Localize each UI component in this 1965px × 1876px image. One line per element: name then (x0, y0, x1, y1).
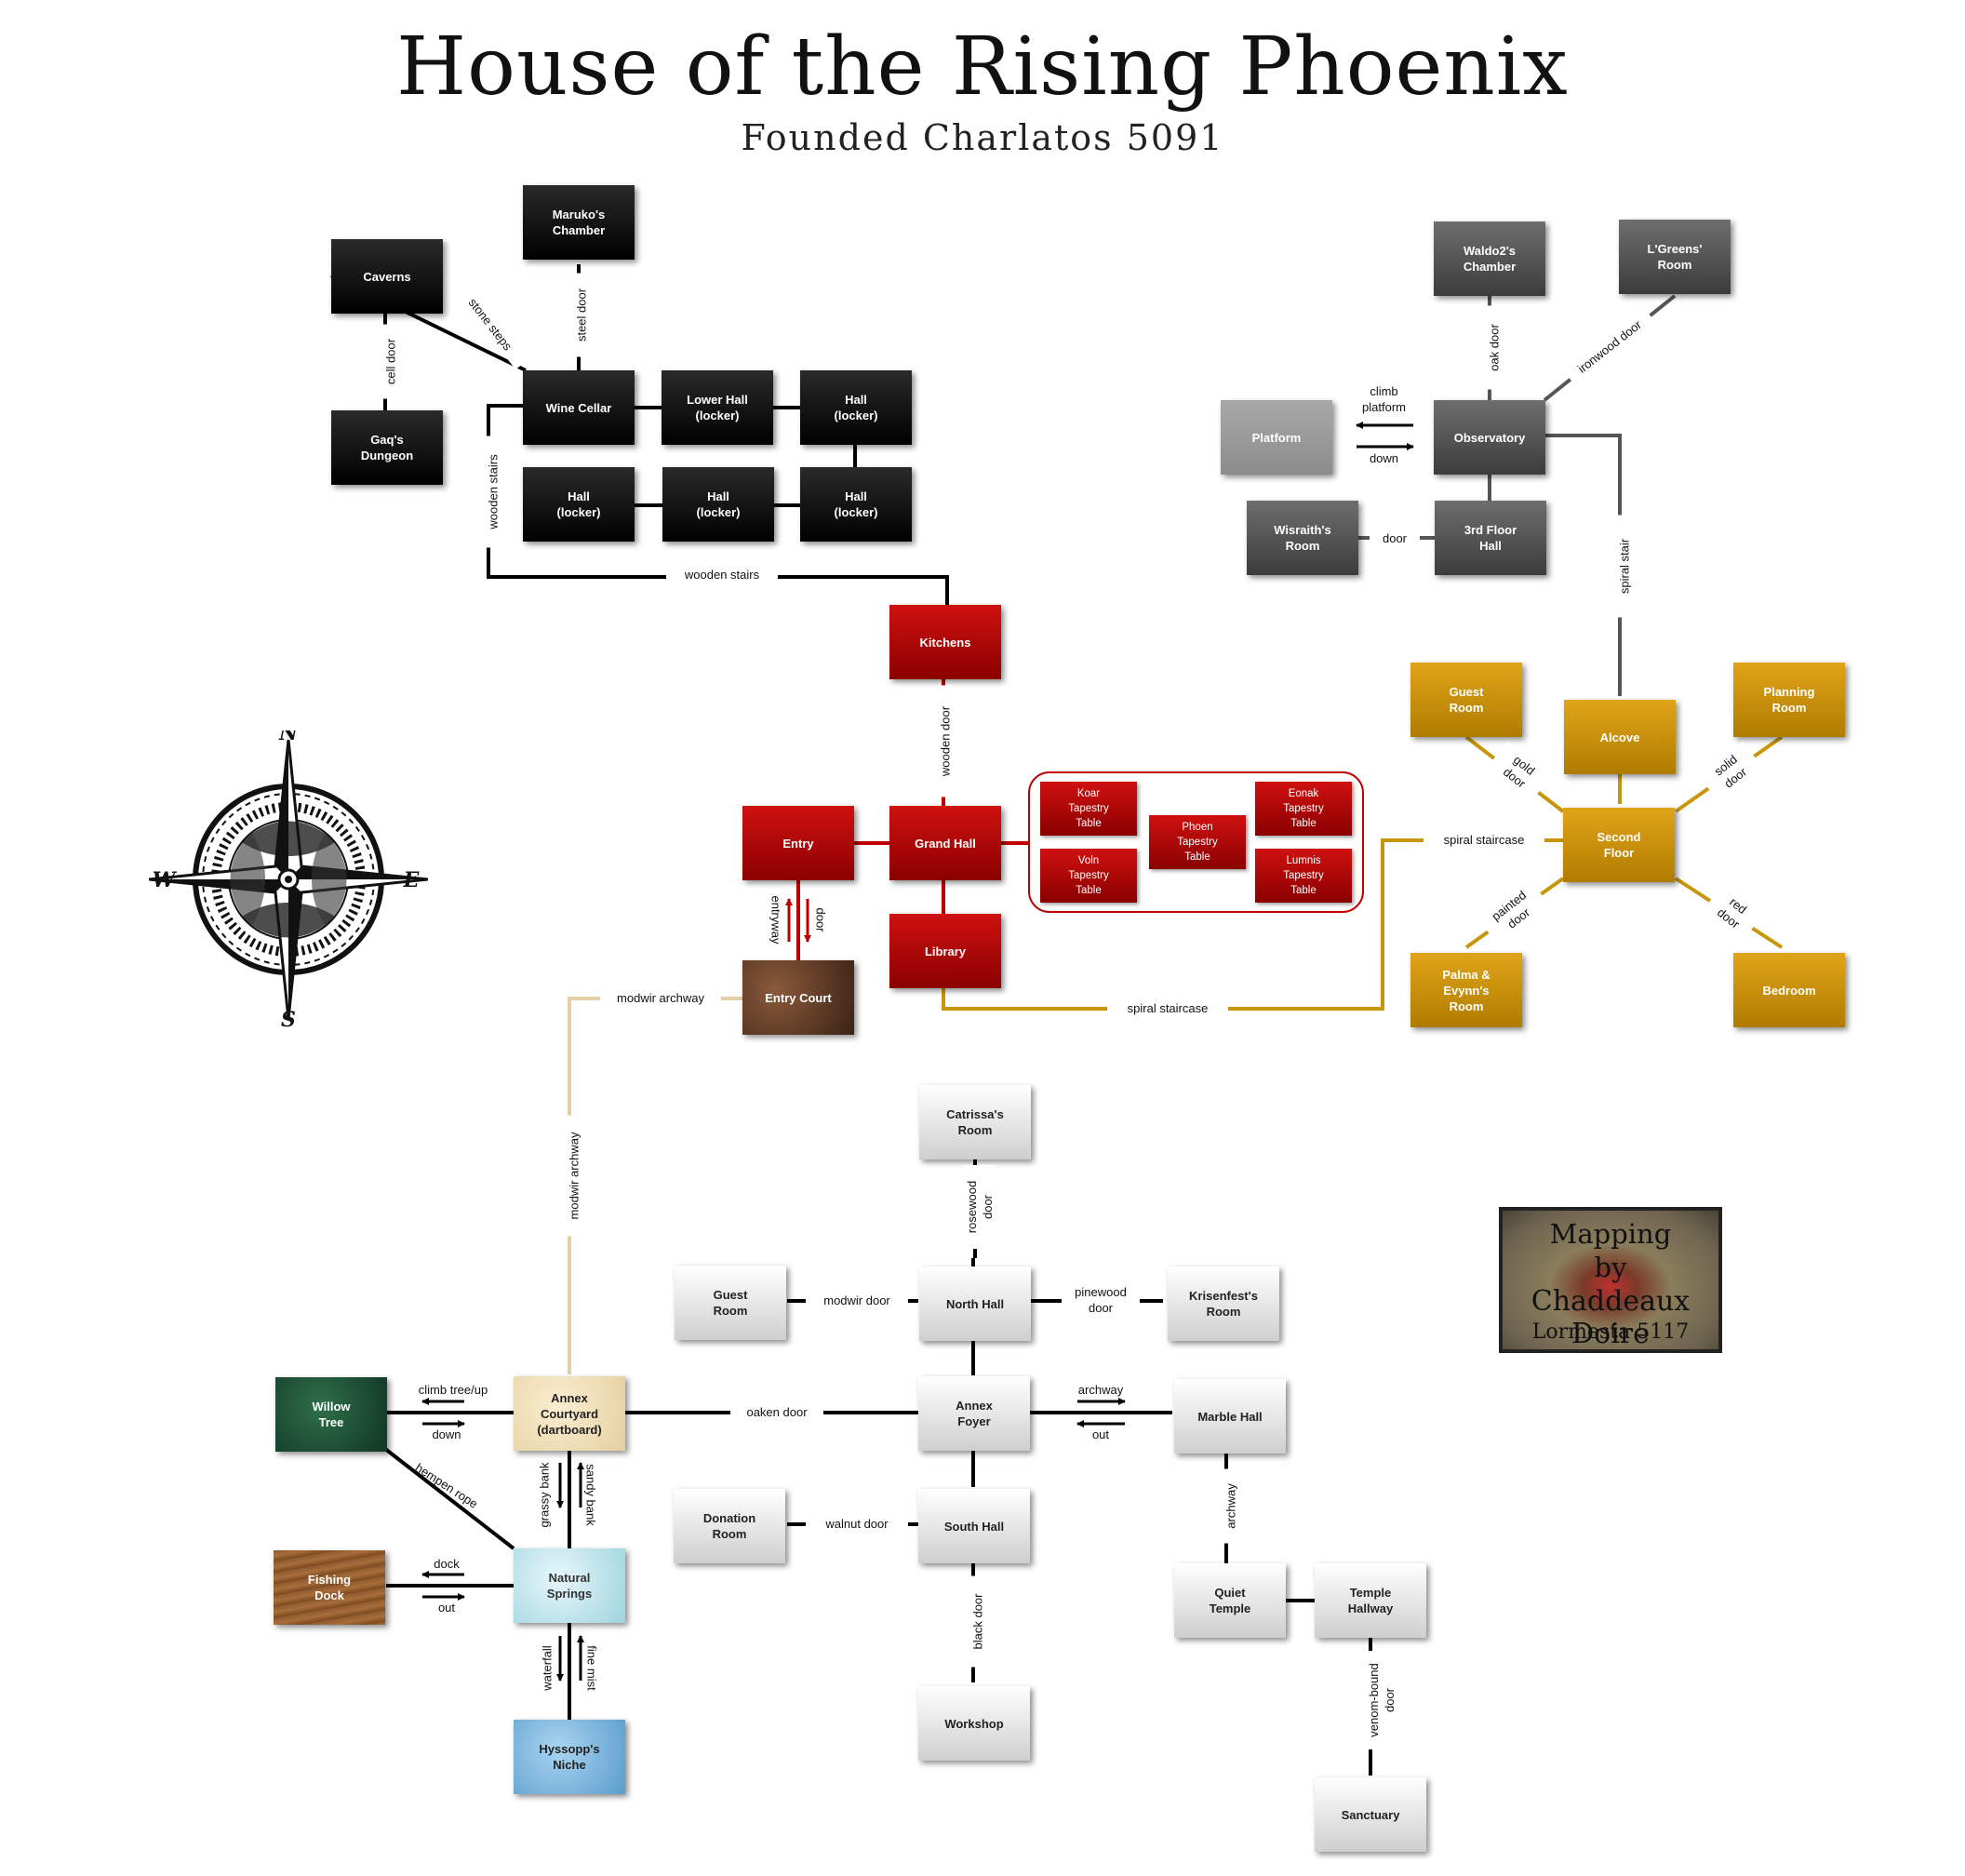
room-guest-room[interactable]: Guest Room (675, 1266, 786, 1340)
room-lower-hall-locker[interactable]: Lower Hall (locker) (662, 370, 773, 445)
label-out: out (437, 1601, 456, 1615)
room-north-hall[interactable]: North Hall (919, 1266, 1031, 1341)
label-waterfall: waterfall (540, 1645, 555, 1691)
map-title: House of the Rising Phoenix (396, 20, 1569, 114)
label-out: out (1091, 1427, 1110, 1441)
label-modwir-door: modwir door (806, 1293, 908, 1308)
room-kitchens[interactable]: Kitchens (889, 605, 1001, 679)
compass-rose-icon: N S E W (149, 730, 428, 1028)
label-door: door (1370, 530, 1420, 546)
room-workshop[interactable]: Workshop (918, 1686, 1030, 1761)
room-alcove[interactable]: Alcove (1564, 700, 1676, 774)
compass-w-label: W (153, 868, 178, 892)
room-planning-room[interactable]: Planning Room (1733, 663, 1845, 737)
label-walnut-door: walnut door (806, 1516, 908, 1532)
label-dock: dock (434, 1557, 460, 1571)
room-annex-courtyard[interactable]: Annex Courtyard (dartboard) (514, 1376, 625, 1451)
credit-plaque: Mapping by Chaddeaux Doire Lormesta 5117 (1499, 1207, 1722, 1353)
room-second-floor[interactable]: Second Floor (1563, 808, 1675, 882)
label-archway: archway (1077, 1383, 1124, 1397)
label-spiral-staircase: spiral staircase (1424, 832, 1544, 848)
room-sanctuary[interactable]: Sanctuary (1315, 1777, 1426, 1852)
room-south-hall[interactable]: South Hall (918, 1489, 1030, 1563)
room-waldo2s-chamber[interactable]: Waldo2's Chamber (1434, 221, 1545, 296)
room-hall-locker[interactable]: Hall (locker) (662, 467, 774, 542)
label-oak-door: oak door (1486, 305, 1503, 390)
room-platform[interactable]: Platform (1221, 400, 1332, 475)
label-oaken-door: oaken door (730, 1404, 823, 1420)
room-marble-hall[interactable]: Marble Hall (1174, 1379, 1286, 1454)
credit-author: Chaddeaux Doire (1531, 1285, 1691, 1350)
label-down: down (1369, 451, 1399, 465)
room-marukos-chamber[interactable]: Maruko's Chamber (523, 185, 635, 260)
label-archway: archway (1223, 1468, 1239, 1544)
credit-line: by (1594, 1252, 1627, 1283)
room-third-floor-hall[interactable]: 3rd Floor Hall (1435, 501, 1546, 575)
label-wooden-stairs: wooden stairs (666, 567, 778, 583)
label-grassy-bank: grassy bank (537, 1462, 552, 1528)
label-modwir-archway: modwir archway (566, 1115, 582, 1237)
label-cell-door: cell door (382, 324, 399, 399)
room-caverns[interactable]: Caverns (331, 239, 443, 314)
tapestry-table-lumnis[interactable]: Lumnis Tapestry Table (1255, 849, 1352, 903)
room-observatory[interactable]: Observatory (1434, 400, 1545, 475)
room-grand-hall[interactable]: Grand Hall (889, 806, 1001, 880)
room-natural-springs[interactable]: Natural Springs (514, 1548, 625, 1623)
room-willow-tree[interactable]: Willow Tree (275, 1377, 387, 1452)
room-entry-court[interactable]: Entry Court (742, 960, 854, 1035)
label-venom-bound-door: venom-bound door (1366, 1651, 1397, 1749)
label-fine-mist: fine mist (584, 1645, 599, 1691)
credit-date: Lormesta 5117 (1531, 1320, 1690, 1344)
room-hall-locker[interactable]: Hall (locker) (523, 467, 635, 542)
room-annex-foyer[interactable]: Annex Foyer (918, 1376, 1030, 1451)
room-donation-room[interactable]: Donation Room (674, 1489, 785, 1563)
label-spiral-staircase: spiral staircase (1107, 1000, 1228, 1016)
label-down: down (432, 1427, 461, 1441)
compass-s-label: S (281, 1008, 296, 1028)
label-steel-door: steel door (573, 273, 590, 357)
label-pinewood-door: pinewood door (1062, 1284, 1140, 1316)
room-palma-evynns-room[interactable]: Palma & Evynn's Room (1410, 953, 1522, 1027)
label-modwir-archway: modwir archway (600, 990, 721, 1006)
tapestry-table-phoen[interactable]: Phoen Tapestry Table (1149, 815, 1246, 869)
label-entryway: entryway (769, 895, 783, 945)
label-wooden-stairs: wooden stairs (485, 436, 501, 548)
room-bedroom[interactable]: Bedroom (1733, 953, 1845, 1027)
label-spiral-stair: spiral stair (1616, 515, 1633, 618)
label-sandy-bank: sandy bank (583, 1464, 598, 1526)
room-quiet-temple[interactable]: Quiet Temple (1174, 1563, 1286, 1638)
tapestry-table-eonak[interactable]: Eonak Tapestry Table (1255, 782, 1352, 836)
room-lgreens-room[interactable]: L'Greens' Room (1619, 220, 1731, 294)
room-krisenfests-room[interactable]: Krisenfest's Room (1168, 1266, 1279, 1341)
room-hyssops-niche[interactable]: Hyssopp's Niche (514, 1720, 625, 1794)
room-entry[interactable]: Entry (742, 806, 854, 880)
label-climb-tree-up: climb tree/up (418, 1383, 488, 1397)
credit-line: Mapping (1549, 1218, 1672, 1250)
room-hall-locker[interactable]: Hall (locker) (800, 370, 912, 445)
tapestry-table-voln[interactable]: Voln Tapestry Table (1040, 849, 1137, 903)
label-rosewood-door: rosewood door (964, 1165, 996, 1249)
room-catrissas-room[interactable]: Catrissa's Room (919, 1085, 1031, 1159)
label-black-door: black door (969, 1575, 986, 1668)
room-wine-cellar[interactable]: Wine Cellar (523, 370, 635, 445)
room-library[interactable]: Library (889, 914, 1001, 988)
room-gaqs-dungeon[interactable]: Gaq's Dungeon (331, 410, 443, 485)
label-climb-platform: climb platform (1362, 384, 1406, 414)
label-door: door (813, 907, 828, 932)
label-wooden-door: wooden door (937, 685, 954, 797)
room-fishing-dock[interactable]: Fishing Dock (274, 1550, 385, 1625)
compass-e-label: E (403, 868, 421, 892)
room-temple-hallway[interactable]: Temple Hallway (1315, 1563, 1426, 1638)
tapestry-table-koar[interactable]: Koar Tapestry Table (1040, 782, 1137, 836)
compass-n-label: N (278, 730, 299, 745)
room-hall-locker[interactable]: Hall (locker) (800, 467, 912, 542)
room-guest-room[interactable]: Guest Room (1410, 663, 1522, 737)
map-subtitle: Founded Charlatos 5091 (741, 117, 1224, 158)
room-wisraiths-room[interactable]: Wisraith's Room (1247, 501, 1358, 575)
